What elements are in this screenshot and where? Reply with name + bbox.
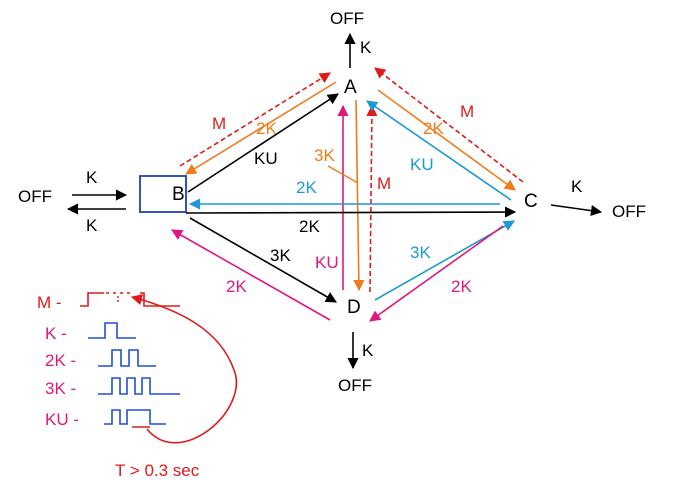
b-to-a-m-arrow [179, 72, 331, 167]
legend-2k-label: 2K - [45, 351, 76, 370]
a-c-2k-label: 2K [423, 119, 444, 138]
a-c-ku-label: KU [410, 155, 434, 174]
node-c-label: C [524, 191, 538, 212]
b-a-m-label: M [212, 114, 226, 133]
c-to-d-2k-arrow [369, 225, 504, 322]
legend-timing-curve [130, 294, 237, 444]
c-off-k-label: K [571, 177, 583, 196]
d-c-3k-label: 3K [410, 243, 431, 262]
legend-k-waveform [88, 322, 136, 339]
a-c-m-label: M [460, 102, 474, 121]
off-bottom-label: OFF [338, 376, 372, 395]
legend-timing-label: T > 0.3 sec [115, 461, 200, 480]
a-d-3k-leader [327, 165, 359, 184]
legend-k-label: K - [45, 324, 67, 343]
a-to-b-2k-arrow [185, 81, 337, 175]
legend-ku-waveform [104, 409, 166, 425]
d-b-2k-label: 2K [226, 277, 247, 296]
b-to-c-2k-arrow [185, 206, 517, 218]
c-off-arrow [550, 204, 603, 217]
c-to-a-ku-arrow [366, 100, 512, 201]
c-b-2k-label: 2K [296, 178, 317, 197]
c-to-a-m-arrow [374, 67, 524, 183]
off-left-label: OFF [18, 187, 52, 206]
legend-m-waveform [80, 292, 104, 307]
node-a-label: A [344, 77, 357, 98]
b-d-3k-label: 3K [270, 246, 291, 265]
b-a-2k-label: 2K [256, 119, 277, 138]
d-off-k-label: K [362, 341, 374, 360]
node-b-label: B [172, 184, 185, 205]
a-d-m-label: M [377, 174, 391, 193]
legend-2k-waveform [98, 349, 156, 367]
a-to-d-3k-arrow [353, 99, 365, 292]
legend-m-label: M - [37, 293, 62, 312]
off-right-label: OFF [612, 202, 646, 221]
b-to-off-k-label: K [86, 216, 98, 235]
b-to-a-ku-arrow [187, 93, 339, 193]
pulse-legend: M - K - 2K - 3K - KU - T > 0.3 sec [37, 292, 237, 480]
b-a-ku-label: KU [254, 149, 278, 168]
a-to-c-2k-arrow [377, 89, 516, 191]
legend-3k-waveform [98, 377, 180, 395]
legend-ku-label: KU - [45, 410, 79, 429]
c-d-2k-label: 2K [451, 277, 472, 296]
node-d-label: D [347, 297, 361, 318]
legend-m-waveform-tail [140, 292, 180, 307]
b-to-d-3k-arrow [189, 217, 337, 303]
off-top-label: OFF [330, 9, 364, 28]
a-d-ku-label: KU [315, 253, 339, 272]
a-off-k-label: K [360, 38, 372, 57]
d-to-b-2k-arrow [171, 229, 331, 321]
a-d-3k-label: 3K [314, 146, 335, 165]
d-to-a-m-arrow [366, 104, 378, 293]
node-b-box [139, 175, 187, 213]
legend-3k-label: 3K - [45, 379, 76, 398]
off-to-b-k-label: K [86, 168, 98, 187]
b-c-2k-label: 2K [299, 217, 320, 236]
